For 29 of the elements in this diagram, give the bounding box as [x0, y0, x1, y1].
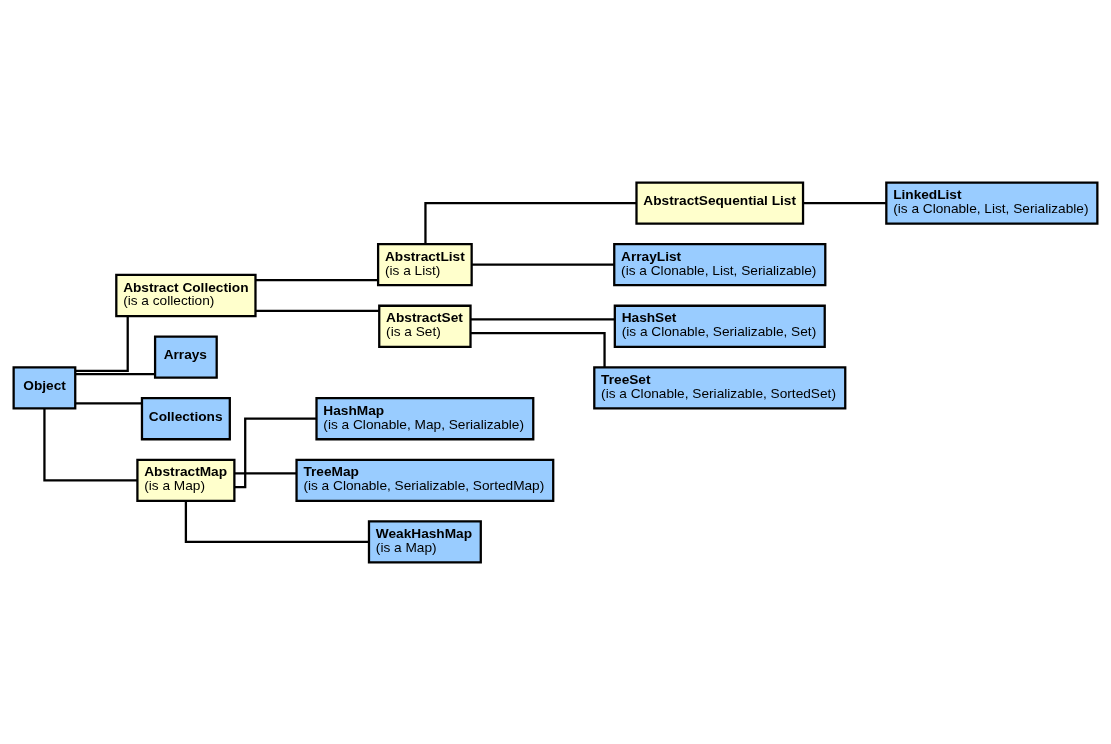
node-box: AbstractSequential List	[635, 180, 805, 225]
connector	[75, 401, 142, 404]
node-box: Arrays	[153, 334, 218, 379]
node-box: TreeMap (is a Clonable, Serializable, SortedMap)	[295, 458, 555, 502]
node-box: WeakHashMap (is a Map)	[367, 519, 482, 564]
node-box: LinkedList (is a Clonable, List, Serializable)	[885, 180, 1099, 225]
connector	[234, 471, 297, 475]
node-box: TreeSet (is a Clonable, Serializable, SortedSet)	[593, 365, 847, 410]
connector	[255, 309, 380, 312]
connector	[255, 278, 379, 281]
node-box: Abstract Collection (is a collection)	[115, 273, 257, 317]
node-box: AbstractList (is a List)	[376, 242, 473, 286]
connector	[75, 372, 155, 375]
connector	[184, 500, 369, 543]
node-box: AbstractSet (is a Set)	[378, 304, 472, 348]
connector	[75, 315, 129, 372]
connector	[471, 263, 615, 266]
connector	[470, 317, 615, 321]
node-box: Object	[12, 365, 77, 410]
connector	[470, 331, 606, 367]
node-box: HashMap (is a Clonable, Map, Serializable)	[315, 396, 535, 440]
node-box: ArrayList (is a Clonable, List, Serializable)	[613, 242, 827, 286]
connector	[43, 408, 138, 481]
node-box: HashSet (is a Clonable, Serializable, Set)	[613, 304, 826, 348]
node-box: AbstractMap (is a Map)	[136, 458, 236, 502]
connector	[234, 417, 317, 488]
node-box: Collections	[140, 396, 231, 440]
connector	[424, 201, 637, 244]
connector	[803, 201, 886, 204]
